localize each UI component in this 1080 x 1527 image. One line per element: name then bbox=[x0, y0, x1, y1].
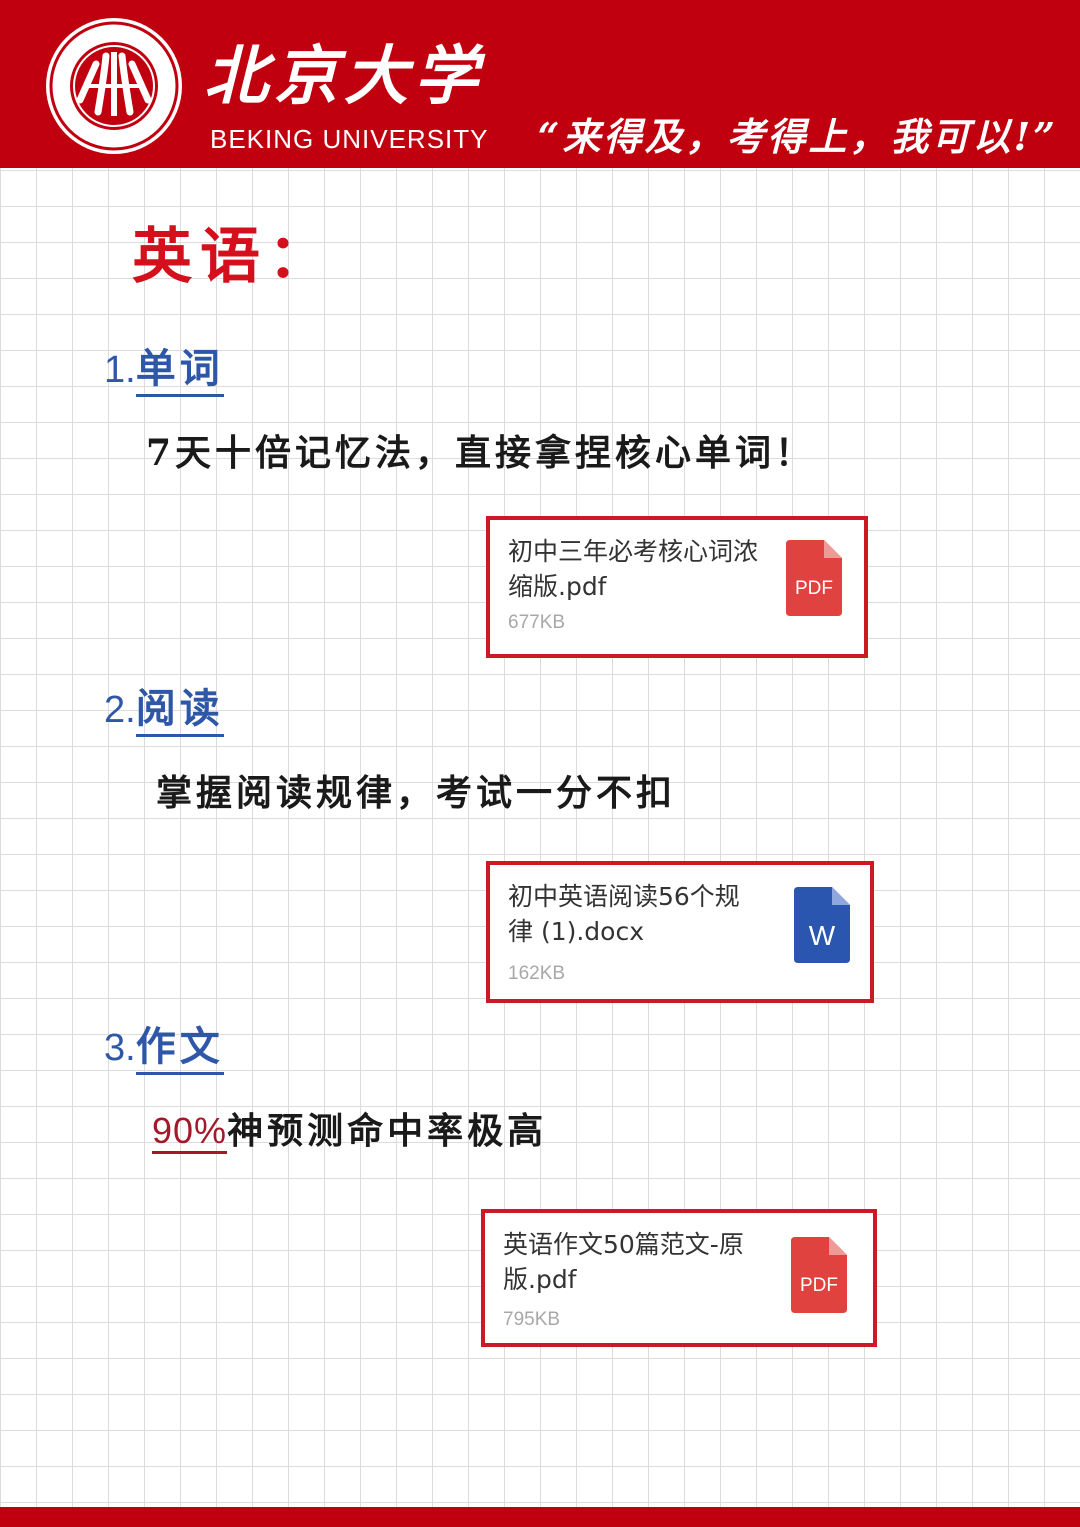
section-name: 单词 bbox=[135, 345, 224, 397]
section-heading-words: 1.单词 bbox=[104, 336, 224, 397]
section-description: 掌握阅读规律，考试一分不扣 bbox=[156, 772, 677, 814]
file-card-reading[interactable]: 初中英语阅读56个规律 (1).docx 162KB W bbox=[486, 861, 874, 1003]
section-heading-writing: 3.作文 bbox=[104, 1014, 224, 1075]
file-icon-label: W bbox=[809, 920, 836, 951]
section-number: 3. bbox=[104, 1027, 136, 1069]
file-name: 初中英语阅读56个规律 (1).docx bbox=[508, 882, 740, 946]
header-banner: 北京大学 BEKING UNIVERSITY “来得及，考得上，我可以!” bbox=[0, 0, 1080, 168]
section-name: 阅读 bbox=[135, 685, 224, 737]
file-name: 英语作文50篇范文-原版.pdf bbox=[503, 1230, 744, 1294]
file-card-words[interactable]: 初中三年必考核心词浓缩版.pdf 677KB PDF bbox=[486, 516, 868, 658]
file-name: 初中三年必考核心词浓缩版.pdf bbox=[508, 537, 759, 601]
section-number: 1. bbox=[104, 349, 136, 391]
file-icon-label: PDF bbox=[795, 578, 833, 599]
section-number: 2. bbox=[104, 689, 136, 731]
pdf-icon: PDF bbox=[791, 1237, 847, 1313]
section-name: 作文 bbox=[135, 1023, 224, 1075]
section-description: 90%神预测命中率极高 bbox=[152, 1102, 547, 1154]
university-seal-icon bbox=[46, 18, 182, 154]
highlight-percentage: 90% bbox=[152, 1110, 228, 1154]
section-description-text: 神预测命中率极高 bbox=[227, 1110, 548, 1152]
university-name-cn: 北京大学 bbox=[204, 39, 484, 114]
footer-bar bbox=[0, 1507, 1080, 1527]
file-size: 795KB bbox=[503, 1309, 561, 1330]
slogan: “来得及，考得上，我可以!” bbox=[537, 114, 1058, 159]
page-title: 英语： bbox=[132, 222, 336, 292]
file-card-writing[interactable]: 英语作文50篇范文-原版.pdf 795KB PDF bbox=[481, 1209, 877, 1347]
section-heading-reading: 2.阅读 bbox=[104, 676, 224, 737]
file-size: 162KB bbox=[508, 963, 566, 984]
university-name-en: BEKING UNIVERSITY bbox=[210, 124, 489, 154]
file-size: 677KB bbox=[508, 612, 566, 633]
pdf-icon: PDF bbox=[786, 540, 842, 616]
section-description: 7天十倍记忆法，直接拿捏核心单词！ bbox=[146, 432, 816, 474]
file-icon-label: PDF bbox=[800, 1275, 838, 1296]
word-icon: W bbox=[794, 887, 850, 963]
